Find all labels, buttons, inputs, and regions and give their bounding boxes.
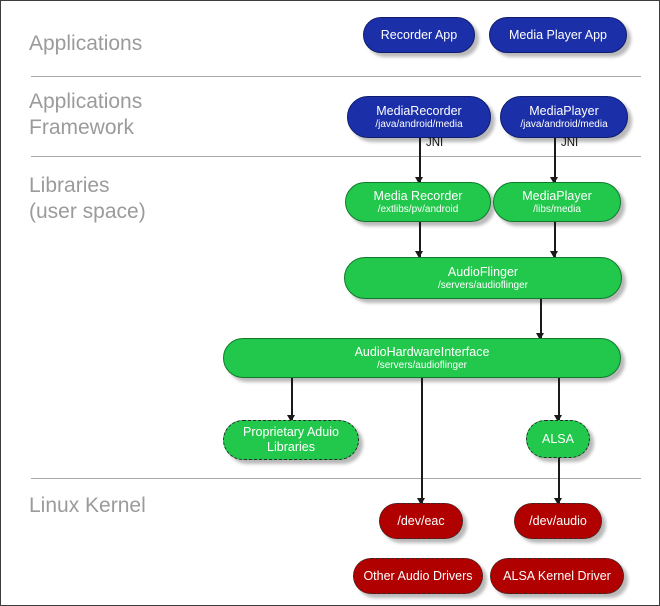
connector-ahi-to-proprietary-libraries [291, 378, 293, 420]
node-media-recorder-library[interactable]: Media Recorder /extlibs/pv/android [345, 182, 491, 222]
connector-audioflinger-to-audiohardwareinterface [540, 299, 542, 339]
divider-applications [31, 76, 641, 77]
arrowhead-ahi-to-proprietary-libraries [287, 415, 295, 422]
layer-label-linux-kernel: Linux Kernel [29, 494, 146, 517]
node-media-player-framework[interactable]: MediaPlayer /java/android/media [500, 96, 628, 138]
connector-media-recorder-to-audioflinger [419, 222, 421, 257]
layer-label-applications-framework: Applications Framework [29, 90, 143, 139]
node-title: MediaPlayer [529, 103, 599, 118]
node-media-recorder-framework[interactable]: MediaRecorder /java/android/media [347, 96, 491, 138]
node-title: Media Player App [509, 28, 607, 42]
arrowhead-media-recorder-to-audioflinger [415, 251, 423, 258]
connector-media-player-jni [554, 138, 556, 182]
node-title: ALSA [542, 432, 574, 446]
node-title: AudioFlinger [447, 264, 519, 279]
node-title: Media Recorder [373, 188, 463, 203]
arrowhead-ahi-to-dev-eac [417, 498, 425, 505]
connector-alsa-to-dev-audio [558, 458, 560, 503]
node-title: Recorder App [380, 28, 458, 42]
node-title: AudioHardwareInterface [354, 344, 490, 359]
node-alsa[interactable]: ALSA [526, 420, 590, 458]
connector-media-recorder-jni [419, 138, 421, 182]
edge-label-jni-recorder: JNI [426, 137, 444, 149]
node-subtitle: /libs/media [533, 203, 581, 215]
arrowhead-media-player-to-audioflinger [550, 251, 558, 258]
arrowhead-media-recorder-jni [415, 177, 423, 184]
arrowhead-alsa-to-dev-audio [554, 498, 562, 505]
connector-media-player-to-audioflinger [554, 222, 556, 257]
node-subtitle: /servers/audioflinger [437, 279, 529, 291]
node-subtitle: /extlibs/pv/android [377, 203, 459, 215]
node-title: /dev/audio [529, 514, 587, 528]
arrowhead-audioflinger-to-audiohardwareinterface [536, 333, 544, 340]
connector-ahi-to-alsa [558, 378, 560, 420]
node-title: MediaRecorder [376, 103, 462, 118]
node-proprietary-audio-libraries[interactable]: Proprietary Aduio Libraries [223, 420, 359, 460]
node-title: Proprietary Aduio Libraries [243, 425, 339, 454]
node-subtitle: /java/android/media [520, 118, 608, 130]
layer-label-libraries: Libraries (user space) [29, 174, 146, 223]
connector-ahi-to-dev-eac [421, 378, 423, 503]
node-title: ALSA Kernel Driver [503, 569, 611, 583]
node-subtitle: /servers/audioflinger [376, 359, 468, 371]
node-alsa-kernel-driver[interactable]: ALSA Kernel Driver [490, 558, 624, 594]
divider-kernel [31, 478, 641, 479]
node-media-player-library[interactable]: MediaPlayer /libs/media [493, 182, 621, 222]
node-title: Other Audio Drivers [363, 569, 473, 583]
arrowhead-ahi-to-alsa [554, 415, 562, 422]
layer-label-applications: Applications [29, 32, 143, 55]
node-recorder-app[interactable]: Recorder App [363, 17, 475, 53]
edge-label-jni-player: JNI [561, 137, 579, 149]
node-dev-eac[interactable]: /dev/eac [379, 503, 463, 539]
node-audiohardwareinterface[interactable]: AudioHardwareInterface /servers/audiofli… [223, 338, 621, 378]
node-audioflinger[interactable]: AudioFlinger /servers/audioflinger [344, 257, 622, 299]
arrowhead-media-player-jni [550, 177, 558, 184]
node-title: /dev/eac [397, 514, 445, 528]
node-subtitle: /java/android/media [375, 118, 463, 130]
node-title: MediaPlayer [522, 188, 592, 203]
divider-framework [31, 156, 641, 157]
node-media-player-app[interactable]: Media Player App [489, 17, 627, 53]
node-other-audio-drivers[interactable]: Other Audio Drivers [353, 558, 483, 594]
node-dev-audio[interactable]: /dev/audio [514, 503, 602, 539]
